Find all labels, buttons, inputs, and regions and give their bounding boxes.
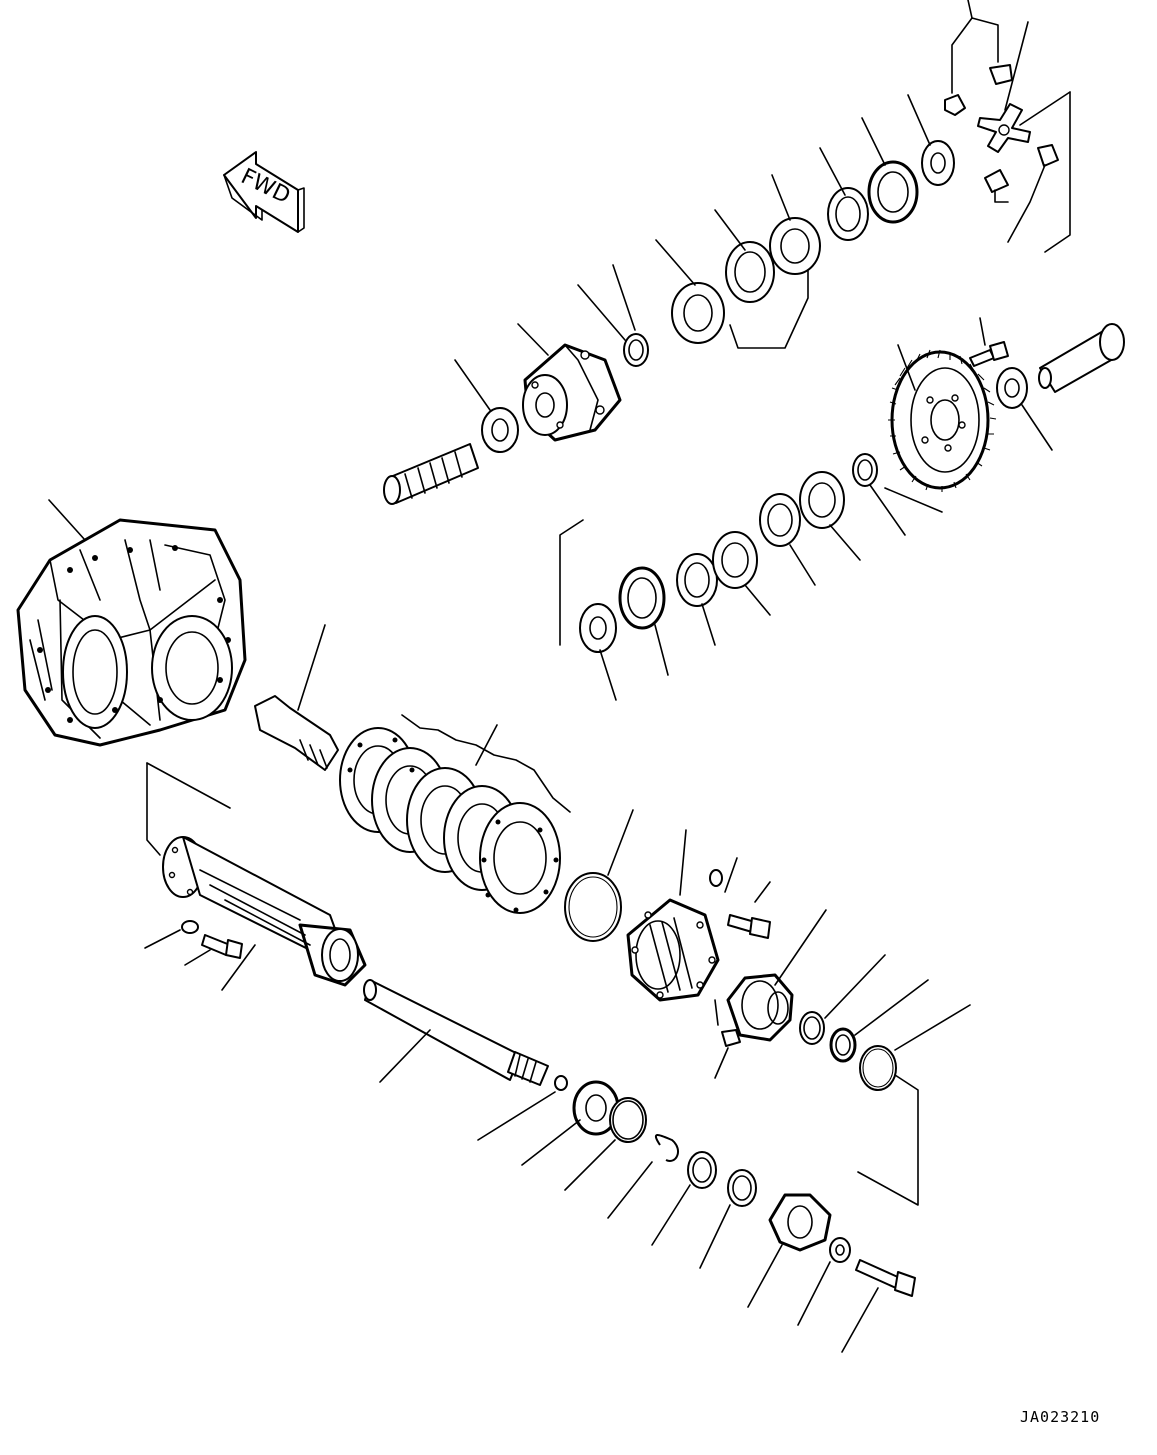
axle-tube	[162, 836, 367, 987]
snap-ring-lower-1	[609, 1097, 647, 1143]
washer-lower	[829, 1237, 851, 1263]
planetary-carrier	[626, 898, 720, 1002]
o-ring-right	[859, 1045, 897, 1091]
spline-shaft-upper	[383, 443, 479, 505]
plug-small	[721, 1029, 741, 1047]
side-bearing-middle	[579, 603, 617, 653]
bolt-lower	[855, 1259, 916, 1297]
spider-gears	[944, 64, 1059, 193]
bearing-ring-side	[996, 367, 1028, 409]
leader-lines	[48, 0, 1071, 1353]
axle-shaft	[363, 979, 549, 1086]
bolt-ring-gear	[969, 341, 1009, 367]
seal-right	[829, 1027, 857, 1063]
pinion-shaft	[254, 695, 339, 771]
snap-ring-lower-2	[654, 1134, 680, 1162]
friction-plates-upper	[671, 160, 919, 344]
bearing-cup-middle	[618, 566, 666, 630]
hub-flange	[768, 1193, 832, 1252]
spline-shaft-right	[1038, 323, 1125, 393]
brake-disc-stack	[339, 727, 561, 914]
bearing-upper-left	[481, 407, 519, 453]
ring-gear	[888, 349, 997, 492]
axle-housing	[16, 518, 247, 747]
washer-tube	[181, 920, 199, 934]
bolt-carrier	[727, 914, 771, 939]
seal-lower	[727, 1169, 757, 1207]
snap-ring-right	[799, 1011, 825, 1045]
bolt-tube	[201, 934, 243, 959]
snap-ring-upper	[623, 333, 649, 367]
spacer-lower	[687, 1151, 717, 1189]
planetary-gear	[726, 973, 794, 1042]
drawing-code: JA023210	[1020, 1408, 1101, 1426]
differential-case	[522, 343, 622, 442]
washer-small-carrier	[709, 869, 723, 887]
o-ring-large	[564, 872, 622, 942]
friction-plates-middle	[676, 453, 878, 607]
direction-arrow-icon: FWD	[223, 151, 305, 233]
bearing-upper-right	[921, 140, 955, 186]
ball-small	[554, 1075, 568, 1091]
